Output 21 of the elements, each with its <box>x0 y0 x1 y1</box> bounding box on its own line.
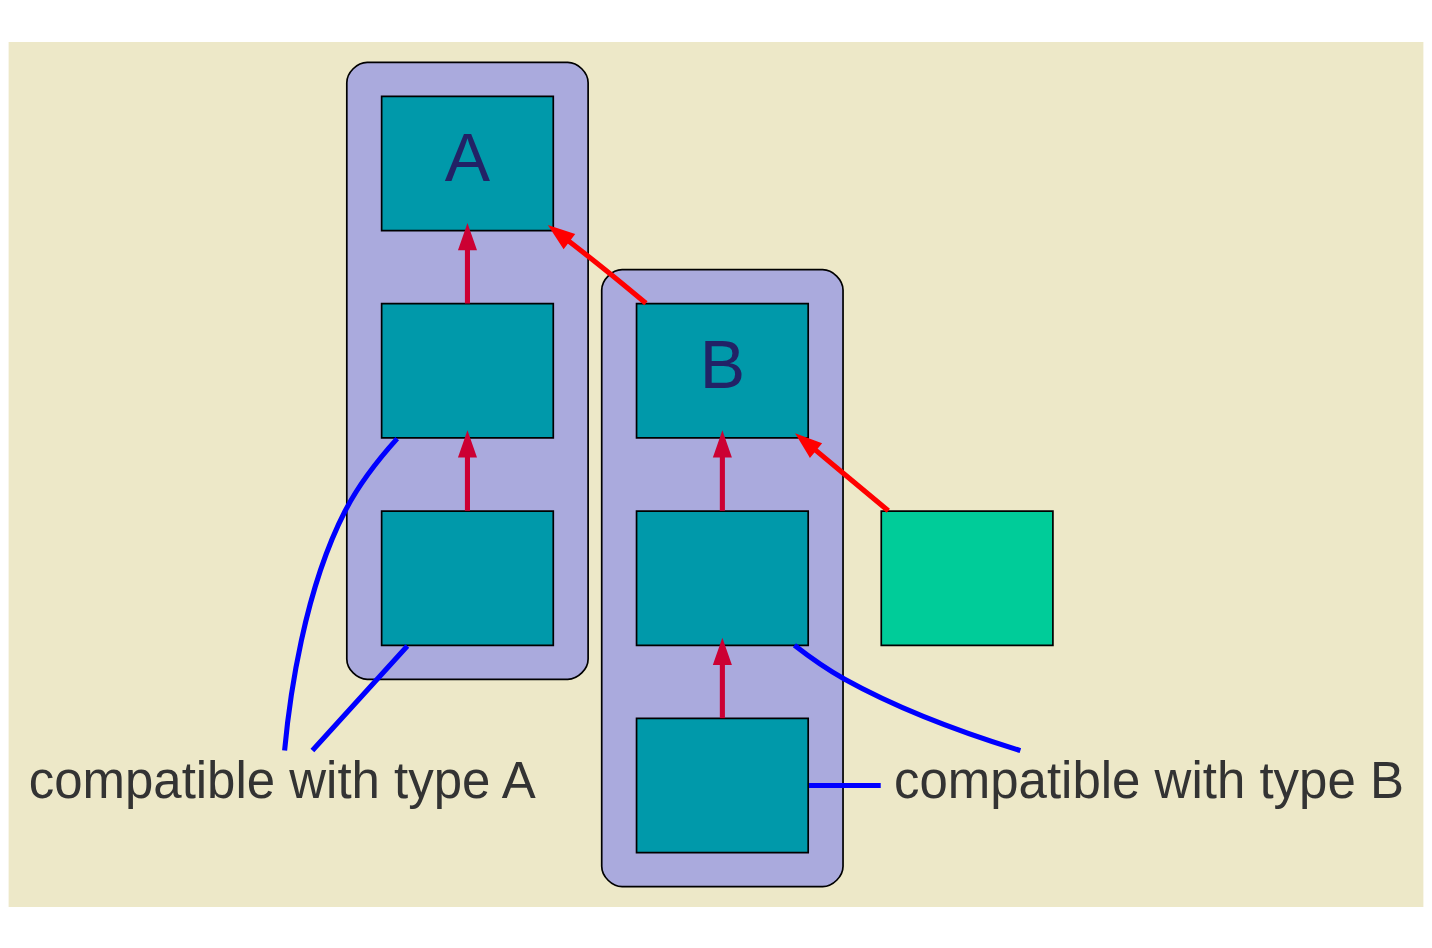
node-box <box>880 509 1054 646</box>
arrow <box>712 429 732 511</box>
node-box: A <box>380 95 555 231</box>
connector <box>282 436 400 751</box>
connector <box>809 782 881 788</box>
connector <box>792 642 1022 753</box>
node-text: compatible with type B <box>893 751 1404 809</box>
node-box <box>380 302 555 439</box>
node-box: B <box>635 302 810 439</box>
arrow <box>457 429 477 511</box>
arrow <box>795 432 890 513</box>
node-box <box>380 509 555 646</box>
arrow <box>457 222 477 303</box>
arrow <box>712 637 732 718</box>
node-text: compatible with type A <box>28 751 536 809</box>
node-box <box>635 509 810 646</box>
node-box <box>635 717 810 853</box>
connector <box>310 643 410 752</box>
arrow <box>547 224 648 305</box>
cluster <box>600 268 844 887</box>
cluster <box>345 61 589 680</box>
